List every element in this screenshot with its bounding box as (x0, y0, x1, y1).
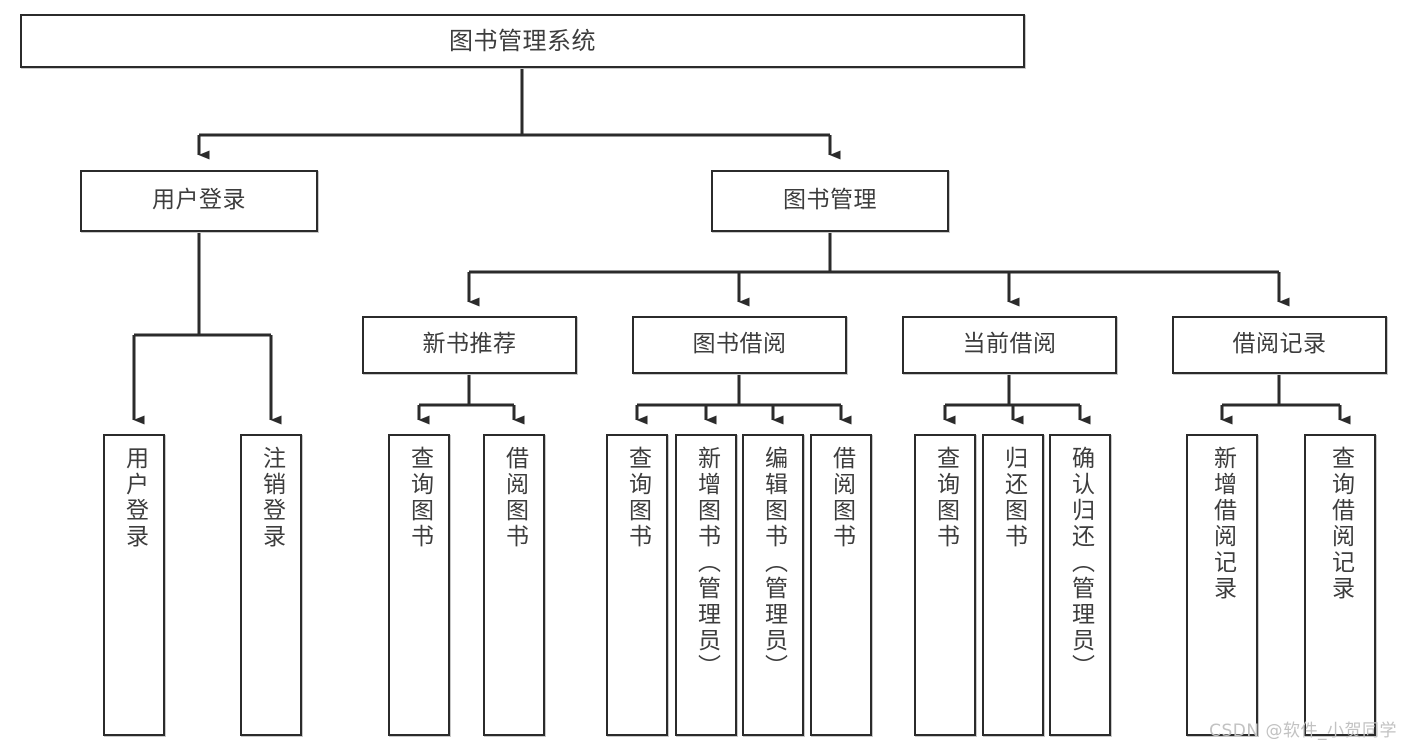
leaf-book-borrow-query[interactable]: 查询图书 (606, 434, 668, 736)
leaf-new-book-query[interactable]: 查询图书 (388, 434, 450, 736)
leaf-user-login-login[interactable]: 用户登录 (103, 434, 165, 736)
leaf-label: 新增图书（管理员） (693, 446, 720, 680)
node-root-label: 图书管理系统 (449, 26, 596, 55)
leaf-label: 用户登录 (121, 446, 148, 550)
csdn-watermark: CSDN @软件_小贺同学 (1209, 721, 1397, 741)
leaf-book-borrow-edit[interactable]: 编辑图书（管理员） (742, 434, 804, 736)
leaf-label: 新增借阅记录 (1209, 446, 1236, 602)
leaf-current-borrow-return[interactable]: 归还图书 (982, 434, 1044, 736)
node-book-management-label: 图书管理 (783, 187, 877, 214)
node-book-borrow-label: 图书借阅 (692, 331, 787, 358)
leaf-label: 确认归还（管理员） (1067, 446, 1094, 680)
leaf-borrow-record-query[interactable]: 查询借阅记录 (1304, 434, 1376, 736)
leaf-label: 注销登录 (258, 446, 285, 550)
leaf-label: 查询图书 (932, 446, 959, 550)
leaf-label: 查询图书 (624, 446, 651, 550)
leaf-label: 归还图书 (1000, 446, 1027, 550)
leaf-user-login-logout[interactable]: 注销登录 (240, 434, 302, 736)
leaf-label: 借阅图书 (828, 446, 855, 550)
node-borrow-record-label: 借阅记录 (1232, 331, 1327, 358)
node-current-borrow-label: 当前借阅 (962, 331, 1057, 358)
leaf-label: 查询借阅记录 (1327, 446, 1354, 602)
node-borrow-record[interactable]: 借阅记录 (1172, 316, 1387, 374)
node-root-book-management-system[interactable]: 图书管理系统 (20, 14, 1025, 68)
node-user-login-label: 用户登录 (152, 187, 246, 214)
leaf-current-borrow-query[interactable]: 查询图书 (914, 434, 976, 736)
node-book-borrow[interactable]: 图书借阅 (632, 316, 847, 374)
leaf-borrow-record-add[interactable]: 新增借阅记录 (1186, 434, 1258, 736)
leaf-book-borrow-borrow[interactable]: 借阅图书 (810, 434, 872, 736)
leaf-label: 借阅图书 (501, 446, 528, 550)
node-current-borrow[interactable]: 当前借阅 (902, 316, 1117, 374)
leaf-label: 查询图书 (406, 446, 433, 550)
node-new-book-recommend[interactable]: 新书推荐 (362, 316, 577, 374)
leaf-new-book-borrow[interactable]: 借阅图书 (483, 434, 545, 736)
node-new-book-recommend-label: 新书推荐 (422, 331, 517, 358)
node-book-management[interactable]: 图书管理 (711, 170, 949, 232)
leaf-book-borrow-add[interactable]: 新增图书（管理员） (675, 434, 737, 736)
leaf-label: 编辑图书（管理员） (760, 446, 787, 680)
node-user-login[interactable]: 用户登录 (80, 170, 318, 232)
leaf-current-borrow-confirm-return[interactable]: 确认归还（管理员） (1049, 434, 1111, 736)
